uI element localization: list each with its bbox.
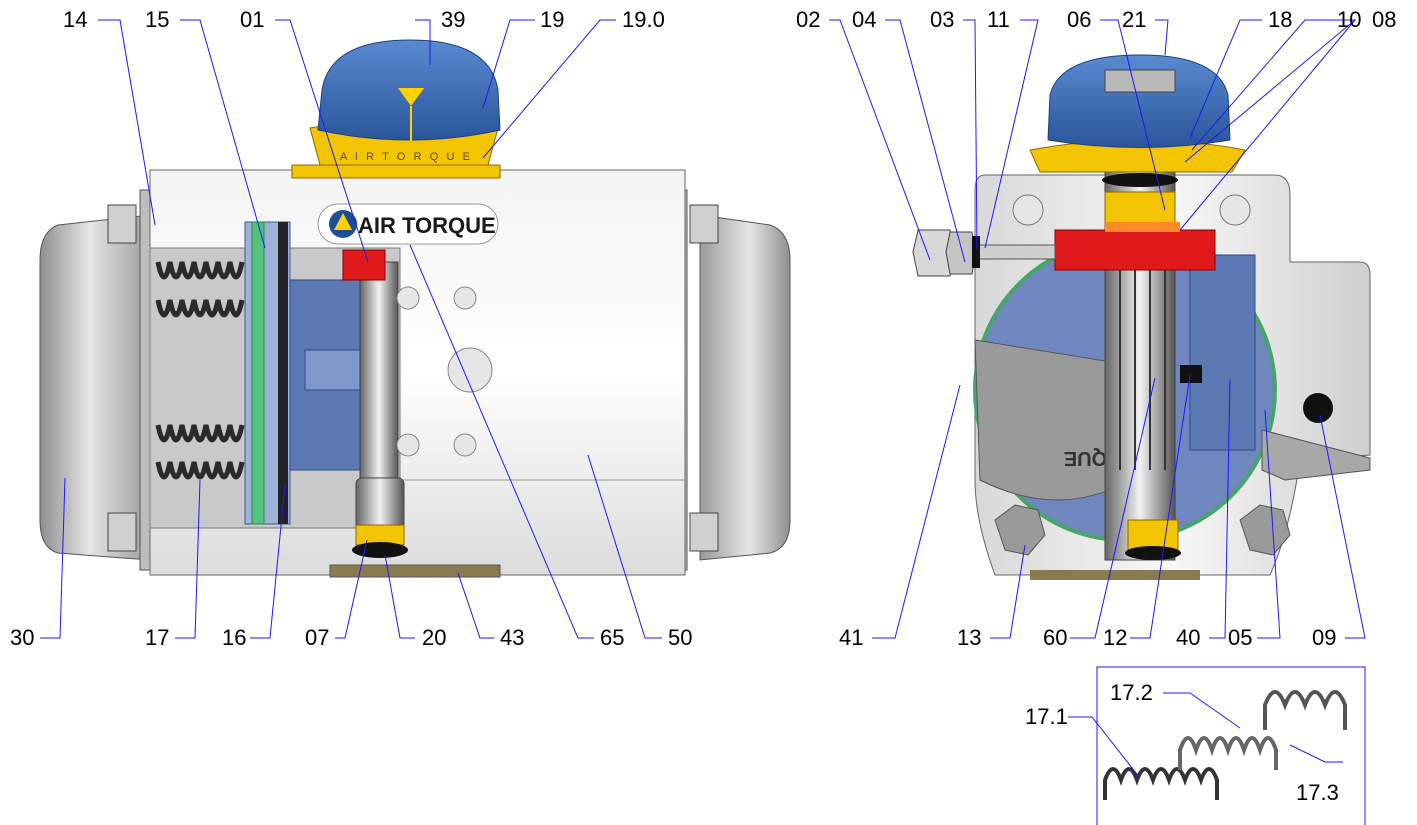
callout-08: 08 [1372,7,1396,32]
callout-11: 11 [987,7,1010,32]
stop-screw-thread [974,244,1056,260]
left-end-cap [39,214,151,561]
stop-cam-red [342,249,386,281]
callout-labels: 14 15 01 39 19 19.0 30 17 16 07 20 43 65… [10,7,1396,805]
callout-07: 07 [305,625,329,650]
callout-21: 21 [1122,7,1146,32]
svg-text:AIR TORQUE: AIR TORQUE [358,213,496,238]
callout-41: 41 [839,625,863,650]
indicator-scale-base [291,164,501,179]
callout-20: 20 [422,625,446,650]
callout-40: 40 [1176,625,1200,650]
callout-12: 12 [1103,625,1127,650]
callout-06: 06 [1067,7,1091,32]
callout-50: 50 [668,625,692,650]
callout-02: 02 [796,7,820,32]
piston-guide-band [251,221,265,525]
plug-09 [1303,393,1333,423]
side-lever [1261,429,1371,481]
callout-18: 18 [1268,7,1292,32]
washer-nut [945,231,977,275]
callout-10: 10 [1337,7,1361,32]
side-bottom-bushing [1127,519,1179,551]
side-bolt-holes [1012,194,1251,226]
callout-17-1: 17.1 [1025,704,1068,729]
bottom-plate [329,564,501,578]
front-view-actuator: AIR TORQUE A I R T O R Q U E [39,39,791,578]
side-stop-cam [1054,229,1216,271]
spring-set-inset [1096,666,1366,825]
callout-14: 14 [63,7,87,32]
callout-19-0: 19.0 [622,7,665,32]
callout-01: 01 [240,7,264,32]
piston-o-ring [278,222,288,524]
bottom-bolts [994,504,1291,556]
callout-09: 09 [1312,625,1336,650]
side-key [1180,365,1202,383]
callout-43: 43 [500,625,524,650]
cap-bolts [107,204,719,552]
callout-05: 05 [1228,625,1252,650]
side-bottom-plate [1030,570,1200,580]
springs-lower [155,424,245,480]
pinion-shaft [359,261,399,483]
callout-30: 30 [10,625,34,650]
side-view-actuator: TORQUE [912,54,1371,580]
stop-o-ring [972,236,980,268]
leader-lines [40,19,1366,779]
callout-17-2: 17.2 [1110,680,1153,705]
spring-set-coils [1103,690,1347,800]
callout-19: 19 [540,7,564,32]
callout-17-3: 17.3 [1296,780,1339,805]
indicator-scale-text: A I R T O R Q U E [340,151,470,163]
callout-39: 39 [441,7,465,32]
springs-upper [155,261,245,318]
callout-17: 17 [145,625,169,650]
callout-15: 15 [145,7,169,32]
callout-13: 13 [957,625,981,650]
callout-04: 04 [852,7,876,32]
callout-60: 60 [1043,625,1067,650]
callout-03: 03 [930,7,954,32]
right-end-cap [699,214,791,561]
air-torque-logo: AIR TORQUE [317,203,499,245]
indicator-arrow [398,88,424,106]
callout-16: 16 [222,625,246,650]
side-rack [1189,254,1256,451]
side-indicator-cap [1047,54,1231,148]
callout-65: 65 [600,625,624,650]
